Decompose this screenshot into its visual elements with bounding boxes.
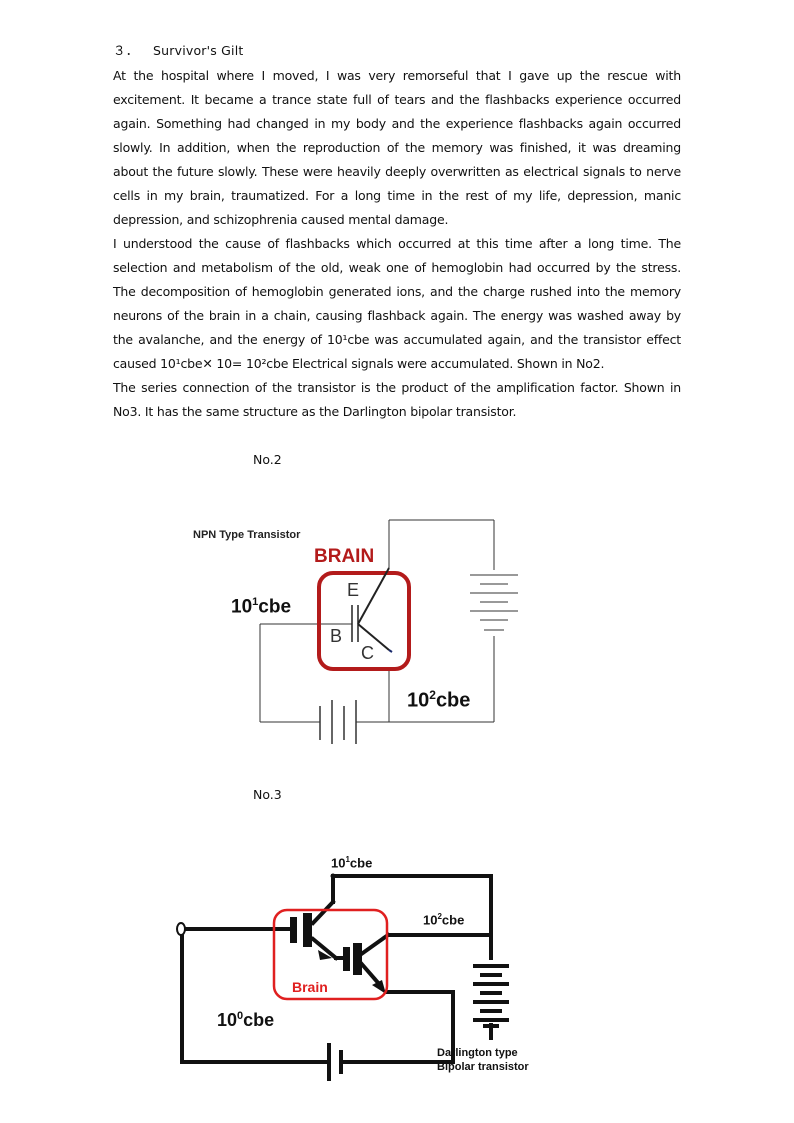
- bottom-energy-label: 100cbe: [217, 1010, 275, 1030]
- section-heading: ３． Survivor's Gilt: [113, 40, 244, 59]
- brain-label-fig3: Brain: [292, 979, 328, 995]
- paragraph-1: At the hospital where I moved, I was ver…: [113, 68, 681, 227]
- emitter-label: E: [347, 580, 360, 600]
- npn-type-label: NPN Type Transistor: [193, 529, 301, 541]
- output-energy-label: 102cbe: [407, 688, 471, 712]
- body-text: At the hospital where I moved, I was ver…: [113, 64, 681, 424]
- brain-label-fig2: BRAIN: [314, 546, 375, 567]
- section-number: ３．: [113, 43, 139, 58]
- brain-box-fig3: [272, 908, 389, 1001]
- paragraph-3: The series connection of the transistor …: [113, 380, 681, 419]
- caption-line-2: Bipolar transistor: [437, 1061, 529, 1073]
- base-label: B: [330, 626, 343, 646]
- battery-right-icon: [470, 574, 518, 631]
- collector-label: C: [361, 643, 374, 663]
- figure-3-label: No.3: [253, 787, 282, 802]
- mid-energy-label: 102cbe: [423, 912, 465, 928]
- caption-line-1: Darlington type: [437, 1047, 518, 1059]
- top-energy-label: 101cbe: [331, 855, 373, 871]
- npn-transistor-icon: [351, 567, 390, 651]
- battery-stack-icon: [473, 964, 509, 1028]
- top-terminal-dot: [330, 873, 336, 879]
- darlington-caption: Darlington type Bipolar transistor: [437, 1046, 529, 1074]
- arrow-icon: [372, 980, 386, 994]
- arrow-icon: [318, 950, 332, 960]
- input-energy-label: 101cbe: [231, 596, 292, 618]
- input-terminal: [176, 922, 186, 936]
- brain-box: [317, 571, 411, 671]
- section-title: Survivor's Gilt: [153, 43, 244, 58]
- darlington-transistor-icon: [290, 913, 362, 975]
- battery-bottom-icon: [327, 1043, 343, 1081]
- battery-bottom-icon: [319, 700, 357, 744]
- paragraph-2: I understood the cause of flashbacks whi…: [113, 236, 681, 371]
- figure-2-label: No.2: [253, 452, 282, 467]
